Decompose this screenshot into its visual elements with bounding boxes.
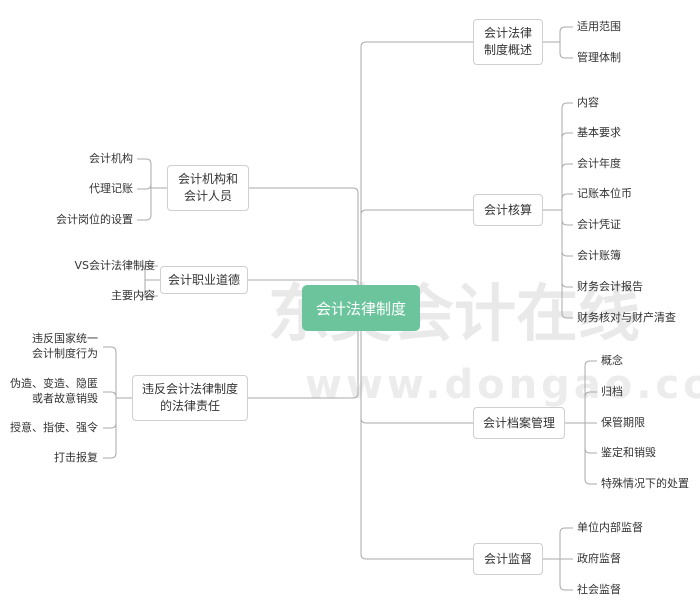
branch-ethics[interactable]: 会计职业道德 bbox=[160, 266, 248, 294]
leaf-retention-period[interactable]: 保管期限 bbox=[601, 416, 645, 429]
root-label: 会计法律制度 bbox=[315, 299, 406, 318]
wire-right-branch bbox=[360, 553, 473, 560]
wire-leaf bbox=[561, 102, 573, 109]
wire-leaf bbox=[103, 452, 117, 459]
leaf-special-handling[interactable]: 特殊情况下的处置 bbox=[601, 477, 689, 490]
branch-supervision-label: 会计监督 bbox=[483, 551, 532, 566]
wire-right-branch bbox=[360, 209, 473, 216]
leaf-retaliation[interactable]: 打击报复 bbox=[54, 451, 98, 464]
branch-liability-line1: 违反会计法律制度 bbox=[141, 382, 238, 396]
leaf-violation-line2: 会计制度行为 bbox=[32, 347, 98, 360]
wire-leaf bbox=[561, 163, 573, 170]
leaf-reconciliation[interactable]: 财务核对与财产清查 bbox=[577, 311, 676, 324]
leaf-content[interactable]: 内容 bbox=[577, 96, 599, 109]
branch-liability[interactable]: 违反会计法律制度 的法律责任 bbox=[132, 375, 248, 421]
leaf-scope[interactable]: 适用范围 bbox=[577, 20, 621, 33]
leaf-forgery-line1: 伪造、变造、隐匿 bbox=[10, 377, 98, 390]
branch-accounting-label: 会计核算 bbox=[483, 202, 532, 217]
leaf-accounting-institutions[interactable]: 会计机构 bbox=[89, 152, 133, 165]
wire-leaf bbox=[584, 478, 597, 485]
leaf-appraisal-destruction[interactable]: 鉴定和销毁 bbox=[601, 446, 656, 459]
leaf-internal-supervision[interactable]: 单位内部监督 bbox=[577, 521, 643, 534]
wire-right-branch bbox=[360, 417, 473, 424]
leaf-filing[interactable]: 归档 bbox=[601, 385, 623, 398]
wire-leaf bbox=[137, 183, 152, 190]
leaf-government-supervision[interactable]: 政府监督 bbox=[577, 552, 621, 565]
leaf-social-supervision[interactable]: 社会监督 bbox=[577, 583, 621, 596]
wire-left-branch bbox=[248, 308, 359, 399]
leaf-vs-legal-system[interactable]: VS会计法律制度 bbox=[74, 259, 155, 272]
wire-leaf bbox=[561, 312, 573, 319]
wire-leaf bbox=[584, 360, 597, 367]
branch-archives[interactable]: 会计档案管理 bbox=[473, 407, 565, 439]
wire-right-branch bbox=[360, 41, 473, 48]
branch-institutions[interactable]: 会计机构和 会计人员 bbox=[167, 165, 249, 211]
wire-leaf bbox=[559, 527, 573, 534]
leaf-currency[interactable]: 记账本位币 bbox=[577, 187, 632, 200]
wire-left-branch bbox=[249, 187, 359, 308]
leaf-management-system[interactable]: 管理体制 bbox=[577, 51, 621, 64]
wire-leaf bbox=[561, 219, 573, 226]
wire-leaf bbox=[561, 281, 573, 288]
leaf-concept[interactable]: 概念 bbox=[601, 354, 623, 367]
wire-leaf bbox=[561, 250, 573, 257]
leaf-violation[interactable]: 违反国家统一 会计制度行为 bbox=[32, 331, 98, 361]
leaf-forgery-line2: 或者故意销毁 bbox=[32, 392, 98, 405]
leaf-forgery[interactable]: 伪造、变造、隐匿 或者故意销毁 bbox=[10, 376, 98, 406]
wire-leaf bbox=[559, 52, 573, 59]
branch-institutions-line1: 会计机构和 bbox=[177, 172, 238, 186]
wire-left-branch bbox=[248, 279, 359, 308]
wire-leaf bbox=[584, 391, 597, 398]
wire-leaf bbox=[559, 584, 573, 591]
wire-leaf bbox=[559, 26, 573, 33]
leaf-basic-requirements[interactable]: 基本要求 bbox=[577, 126, 621, 139]
branch-supervision[interactable]: 会计监督 bbox=[473, 543, 543, 575]
wire-leaf bbox=[137, 158, 152, 165]
wire-leaf bbox=[103, 391, 117, 398]
wire-leaf bbox=[561, 132, 573, 139]
branch-liability-line2: 的法律责任 bbox=[159, 399, 220, 413]
root-node[interactable]: 会计法律制度 bbox=[302, 285, 420, 331]
leaf-violation-line1: 违反国家统一 bbox=[32, 332, 98, 345]
leaf-agency-bookkeeping[interactable]: 代理记账 bbox=[89, 182, 133, 195]
leaf-fiscal-year[interactable]: 会计年度 bbox=[577, 157, 621, 170]
wire-leaf bbox=[561, 193, 573, 200]
branch-archives-label: 会计档案管理 bbox=[482, 415, 555, 430]
wire-leaf bbox=[139, 290, 158, 297]
branch-accounting[interactable]: 会计核算 bbox=[473, 194, 543, 226]
branch-overview-line1: 会计法律 bbox=[483, 26, 532, 40]
branch-institutions-line2: 会计人员 bbox=[183, 189, 232, 203]
wire-leaf bbox=[137, 214, 152, 221]
leaf-books[interactable]: 会计账簿 bbox=[577, 249, 621, 262]
leaf-post-setup[interactable]: 会计岗位的设置 bbox=[56, 213, 133, 226]
leaf-instigation[interactable]: 授意、指使、强令 bbox=[10, 421, 98, 434]
wire-leaf bbox=[103, 422, 117, 429]
watermark-url: www.dongao.com bbox=[305, 362, 700, 408]
branch-overview[interactable]: 会计法律 制度概述 bbox=[473, 19, 543, 65]
branch-ethics-label: 会计职业道德 bbox=[167, 272, 240, 287]
wire-leaf bbox=[103, 346, 117, 353]
branch-overview-line2: 制度概述 bbox=[483, 43, 532, 57]
leaf-vouchers[interactable]: 会计凭证 bbox=[577, 218, 621, 231]
leaf-financial-reports[interactable]: 财务会计报告 bbox=[577, 280, 643, 293]
wire-leaf bbox=[139, 265, 158, 272]
wire-leaf bbox=[584, 447, 597, 454]
leaf-main-content[interactable]: 主要内容 bbox=[111, 289, 155, 302]
